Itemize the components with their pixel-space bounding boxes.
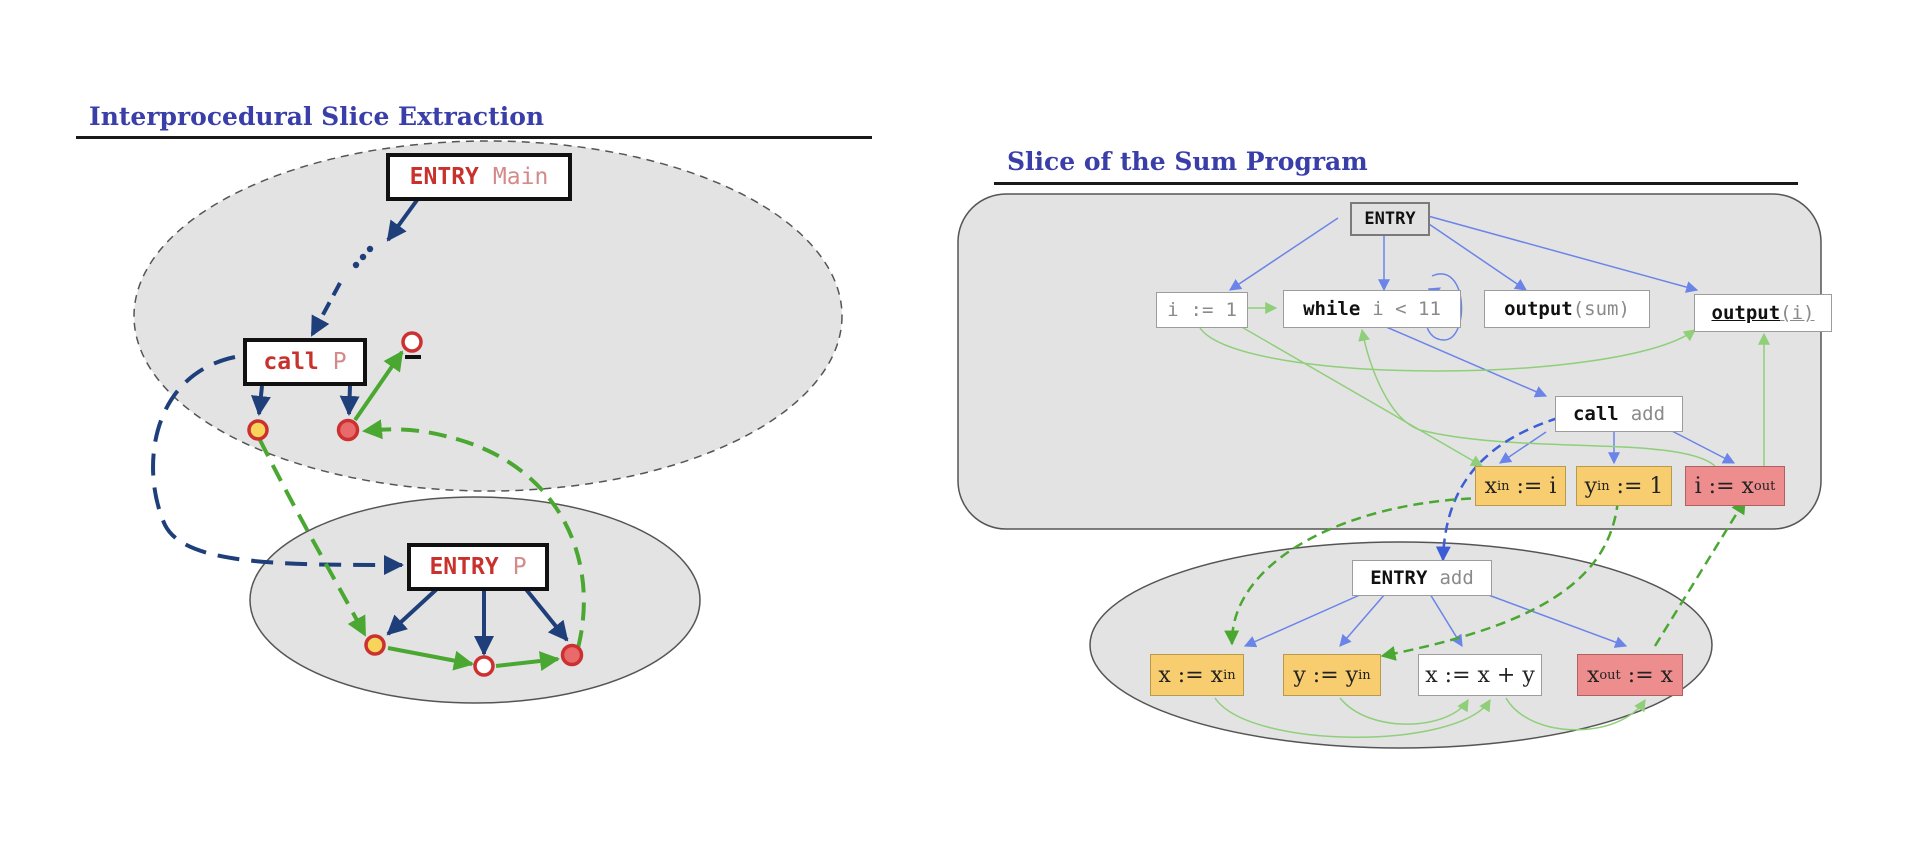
x-in-rest: := i xyxy=(1509,473,1557,499)
edge-formal-in-to-mid xyxy=(387,646,474,671)
use-node xyxy=(401,331,423,353)
entry-add-keyword: ENTRY xyxy=(1370,567,1428,589)
output-sum-arg: (sum) xyxy=(1572,298,1630,320)
edge-xin-to-xparam xyxy=(1224,496,1488,646)
edge-i-assign-to-output-i xyxy=(1199,327,1696,372)
entry-add-node: ENTRY add xyxy=(1352,560,1492,596)
call-add-name: add xyxy=(1630,403,1666,425)
left-panel-title: Interprocedural Slice Extraction xyxy=(89,102,545,131)
output-i-arg: (i) xyxy=(1780,302,1815,324)
y-in-sub: in xyxy=(1597,478,1610,494)
y-in-rest: := 1 xyxy=(1609,473,1664,499)
edge-entry-p-to-formal-in xyxy=(386,586,440,636)
actual-out-node xyxy=(336,418,360,442)
edge-sum-to-xout xyxy=(1505,697,1646,731)
output-i-node: output(i) xyxy=(1694,294,1832,332)
output-sum-keyword: output xyxy=(1504,298,1573,320)
entry-main-node: ENTRY Main xyxy=(386,153,572,201)
x-out-base: x xyxy=(1586,662,1600,688)
edge-yin-to-yparam xyxy=(1380,499,1620,661)
i-assign-val: 1 xyxy=(1225,299,1237,321)
edge-actual-out-to-use xyxy=(353,350,404,422)
right-title-rule xyxy=(994,182,1798,185)
y-param-sub: in xyxy=(1358,667,1371,683)
edge-entry-to-output-sum xyxy=(1425,221,1527,291)
entry-p-keyword: ENTRY xyxy=(429,554,499,580)
add-procedure-region xyxy=(1089,541,1713,749)
procedure-p-region xyxy=(249,496,701,704)
sum-stmt-node: x := x + y xyxy=(1418,654,1542,696)
right-panel-title: Slice of the Sum Program xyxy=(1007,147,1368,176)
edge-param-out xyxy=(362,419,586,649)
x-param-lhs: x := x xyxy=(1158,662,1224,688)
edge-mid-to-formal-out xyxy=(495,651,560,671)
actual-in-node xyxy=(247,419,269,441)
edge-iout-to-while xyxy=(1358,328,1716,467)
call-p-node: call P xyxy=(243,338,367,386)
call-p-name: P xyxy=(332,349,347,375)
mid-node xyxy=(473,655,495,677)
x-in-sub: in xyxy=(1497,478,1510,494)
edge-entry-to-output-i xyxy=(1427,215,1699,293)
ellipsis-dots xyxy=(352,245,374,269)
entry-main-keyword: ENTRY xyxy=(409,164,479,190)
edge-call-to-xin xyxy=(1499,431,1547,464)
formal-in-node xyxy=(364,634,386,656)
while-condition: i < 11 xyxy=(1372,298,1441,320)
while-node: while i < 11 xyxy=(1283,290,1461,328)
main-sum-region xyxy=(957,193,1822,530)
edge-entry-add-to-xparam xyxy=(1243,593,1363,648)
edge-call-to-iout xyxy=(1669,429,1736,464)
x-in-base: x xyxy=(1484,473,1497,499)
i-assign-op: := xyxy=(1190,299,1214,321)
edge-call-to-actual-out xyxy=(339,385,360,416)
edge-call-to-actual-in xyxy=(250,385,271,416)
edge-call-to-entry-p xyxy=(151,355,404,575)
call-add-keyword: call xyxy=(1572,403,1619,425)
i-assign-var: i xyxy=(1167,299,1179,321)
y-param-lhs: y := y xyxy=(1293,662,1359,688)
edge-entry-p-to-formal-out xyxy=(523,586,569,642)
entry-add-name: add xyxy=(1439,567,1474,589)
i-assign-node: i := 1 xyxy=(1156,292,1248,328)
x-out-rest: := x xyxy=(1620,662,1674,688)
y-in-base: y xyxy=(1584,473,1598,499)
formal-out-node xyxy=(560,643,584,667)
while-keyword: while xyxy=(1303,298,1361,320)
x-out-sub: out xyxy=(1599,667,1621,683)
edge-xout-to-iout xyxy=(1653,498,1747,647)
entry-p-node: ENTRY P xyxy=(407,543,549,591)
ellipsis-label: … xyxy=(346,241,347,242)
call-p-keyword: call xyxy=(263,349,319,375)
i-out-sub: out xyxy=(1753,478,1776,494)
x-param-sub: in xyxy=(1223,667,1236,683)
edge-while-to-call xyxy=(1383,325,1548,398)
edge-ellipsis-to-call-p xyxy=(310,282,342,337)
output-i-keyword: output xyxy=(1711,302,1781,324)
main-procedure-region xyxy=(133,140,843,492)
sum-entry-node: ENTRY xyxy=(1350,202,1430,236)
edge-entry-add-to-xout xyxy=(1474,589,1628,648)
entry-p-name: P xyxy=(512,554,527,580)
output-sum-node: output(sum) xyxy=(1484,290,1650,328)
edge-entry-main-to-ellipsis xyxy=(386,194,422,242)
entry-main-name: Main xyxy=(492,164,549,190)
i-out-lhs: i := x xyxy=(1694,473,1754,499)
edge-param-in xyxy=(258,439,367,637)
edge-i-assign-to-xin xyxy=(1239,325,1484,467)
edge-entry-add-to-yparam xyxy=(1339,593,1386,647)
edge-yparam-to-sum xyxy=(1339,697,1469,725)
edge-xparam-to-sum xyxy=(1214,697,1491,738)
left-title-rule xyxy=(76,136,872,139)
edge-entry-to-i-assign xyxy=(1229,217,1339,291)
